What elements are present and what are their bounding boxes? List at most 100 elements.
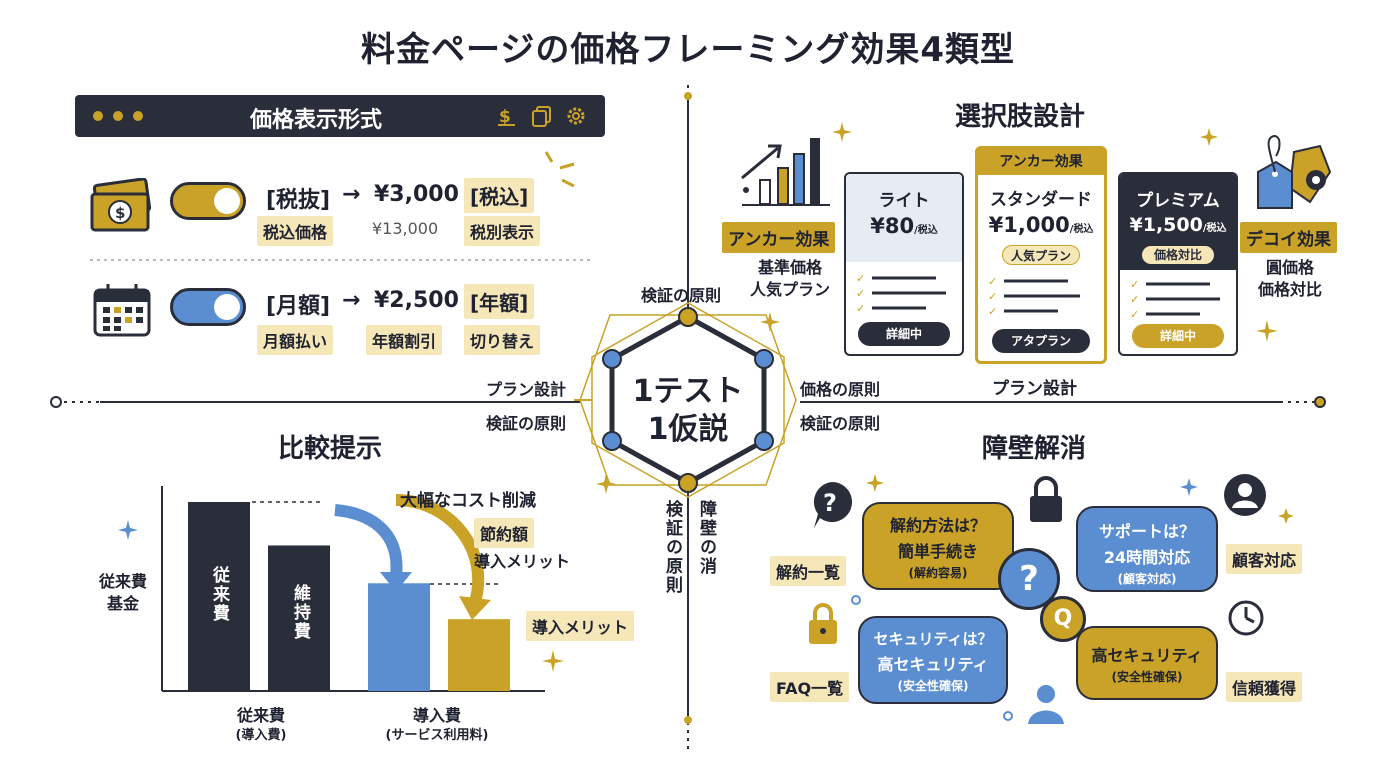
svg-text:✓: ✓ (856, 287, 865, 300)
comparison-bar-4 (448, 619, 510, 691)
window-dot-1 (93, 111, 103, 121)
anchor-effect-tag: アンカー効果 (722, 222, 836, 253)
dollar-icon: $ (498, 107, 515, 127)
plan-tax: /税込 (1069, 224, 1094, 235)
copy-icon (532, 106, 551, 127)
comparison-bar-2 (268, 545, 330, 691)
decoy-desc1: 圓価格 (1265, 258, 1314, 277)
tag-cancel-list: 解約一覧 (770, 556, 847, 586)
svg-text:✓: ✓ (988, 290, 997, 303)
center-left-label2: 検証の原則 (486, 414, 567, 433)
sparkle-icon (542, 650, 564, 672)
user-icon (1028, 685, 1064, 724)
billing-toggle[interactable] (170, 288, 246, 326)
row2-left: [月額] (266, 294, 331, 319)
comparison-callout: 大幅なコスト削減 (400, 491, 536, 511)
dot-decor (851, 595, 861, 605)
bar1-label: 従来費 (209, 566, 229, 623)
svg-text:✓: ✓ (988, 275, 997, 288)
svg-text:$: $ (115, 204, 125, 222)
plan-name: ライト (878, 191, 930, 211)
plan-card-header-bg (846, 174, 962, 262)
toggle-knob (214, 294, 240, 320)
user-icon (1224, 474, 1266, 516)
svg-text:$: $ (499, 107, 511, 127)
sparkle-icon (1180, 478, 1198, 496)
sparkle-icon (832, 122, 852, 142)
plan-name: プレミアム (1136, 191, 1220, 211)
bubble-support-sub: (顧客対応) (1117, 572, 1177, 586)
plan-standard-button[interactable]: アタプラン (992, 329, 1090, 353)
page-title: 料金ページの価格フレーミング効果4類型 (361, 30, 1015, 70)
price-tag-icon (1257, 134, 1332, 209)
bubble-cancel: 解約方法は？ 簡単手続き (解約容易) (862, 502, 1014, 590)
bubble-support-line2: 24時間対応 (1103, 548, 1191, 567)
center-line2: 1仮説 (647, 412, 729, 447)
decoy-desc2: 価格対比 (1257, 280, 1322, 299)
row2-arrow: → (342, 288, 361, 313)
plan-card-standard[interactable]: アンカー効果 スタンダード ¥1,000/税込 人気プラン ✓ ✓ ✓ アタプラ… (975, 146, 1107, 364)
center-top-label: 検証の原則 (641, 286, 722, 305)
svg-text:✓: ✓ (1130, 308, 1139, 321)
bubble-cancel-sub: (解約容易) (908, 566, 968, 580)
plan-card-premium[interactable]: プレミアム ¥1,500/税込 価格対比 ✓ ✓ ✓ 詳細中 (1118, 172, 1238, 356)
anchor-desc2: 人気プラン (749, 280, 830, 299)
x2-label: 導入費 (412, 706, 461, 725)
bubble-cancel-line1: 解約方法は？ (889, 516, 986, 535)
bubble-high-security: 高セキュリティ (安全性確保) (1076, 626, 1218, 700)
tax-toggle[interactable] (170, 182, 246, 220)
barrier-header: 障壁解消 (982, 434, 1087, 464)
comparison-header: 比較提示 (278, 434, 383, 464)
comparison-ylabel2: 基金 (106, 594, 139, 613)
q-bubble: Q (1040, 596, 1086, 642)
bubble-security-line2: 高セキュリティ (877, 655, 989, 674)
center-line1: 1テスト (632, 374, 744, 409)
saving-label1: 節約額 (474, 518, 535, 548)
feature-checklist: ✓ ✓ ✓ (1130, 278, 1220, 321)
saving-label2: 導入メリット (474, 552, 571, 571)
toggle-knob (214, 188, 240, 214)
bubble-security-line1: セキュリティは？ (873, 630, 993, 648)
plan-light-button[interactable]: 詳細中 (858, 322, 950, 346)
svg-text:✓: ✓ (856, 302, 865, 315)
choice-footer: プラン設計 (992, 379, 1077, 399)
svg-text:✓: ✓ (856, 272, 865, 285)
dot-decor (1003, 711, 1013, 721)
row2-sub-left: 月額払い (257, 325, 334, 355)
comparison-side-tag: 導入メリット (526, 611, 635, 641)
plan-badge: 人気プラン (1002, 245, 1080, 265)
row1-right: [税込] (464, 178, 535, 213)
plan-price-value: ¥1,000 (988, 213, 1070, 237)
center-right-label2: 検証の原則 (800, 414, 881, 433)
center-left-label1: プラン設計 (486, 380, 567, 399)
row1-left: [税抜] (266, 188, 331, 213)
row1-sub-price: ¥13,000 (372, 219, 439, 238)
chart-up-icon (741, 138, 830, 206)
window-dot-2 (113, 111, 123, 121)
comparison-chart (161, 486, 545, 692)
window-dot-3 (133, 111, 143, 121)
plan-tax: /税込 (914, 225, 938, 236)
svg-text:✓: ✓ (988, 305, 997, 318)
price-display-header: 価格表示形式 (250, 108, 383, 133)
feature-checklist: ✓ ✓ ✓ (856, 272, 946, 315)
comparison-ylabel1: 従来費 (98, 572, 147, 591)
row2-sub-right: 切り替え (464, 325, 541, 355)
plan-card-light[interactable]: ライト ¥80/税込 ✓ ✓ ✓ 詳細中 (844, 172, 964, 356)
bubble-security: セキュリティは？ 高セキュリティ (安全性確保) (858, 616, 1008, 704)
plan-price-value: ¥1,500 (1129, 214, 1203, 236)
comparison-bar-1 (188, 502, 250, 691)
x2-sub: (サービス利用料) (385, 728, 489, 743)
center-bottom-left-vertical: 検証の原則 (662, 500, 682, 595)
bubble-security-sub: (安全性確保) (897, 679, 969, 693)
plan-premium-button[interactable]: 詳細中 (1132, 324, 1224, 348)
feature-checklist: ✓ ✓ ✓ (988, 275, 1080, 318)
center-right-label1: 価格の原則 (800, 380, 881, 399)
bubble-support: サポートは？ 24時間対応 (顧客対応) (1076, 506, 1218, 592)
plan-price: ¥1,000/税込 (978, 213, 1104, 237)
bar2-label: 維持費 (290, 584, 310, 641)
comparison-bar-3 (368, 583, 430, 691)
row2-right: [年額] (464, 284, 535, 319)
svg-text:✓: ✓ (1130, 293, 1139, 306)
